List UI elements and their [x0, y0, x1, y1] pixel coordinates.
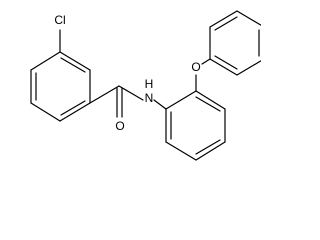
n-ring-bond: [153, 99, 167, 110]
chlorophenyl-ring: [30, 51, 91, 122]
bond: [59, 102, 91, 122]
double-bond-inner: [195, 139, 221, 155]
bond: [195, 90, 226, 110]
bond: [59, 51, 91, 71]
double-bond-inner: [214, 16, 238, 31]
c-n-bond: [118, 85, 144, 101]
double-bond-inner: [195, 96, 221, 112]
double-bond-inner: [60, 57, 86, 73]
bond: [89, 85, 120, 104]
ether-oxygen-label: O: [191, 60, 200, 74]
chlorine-label: Cl: [54, 13, 65, 27]
bond: [30, 51, 61, 71]
double-bond-inner: [214, 55, 238, 70]
bond: [165, 90, 197, 110]
carbonyl-oxygen-label: O: [115, 119, 124, 133]
amide-hydrogen-label: H: [145, 77, 154, 91]
phenoxy-ring: [209, 10, 261, 76]
o-phenyl-bond: [201, 58, 211, 65]
bond: [209, 58, 238, 76]
bond: [30, 102, 61, 122]
double-bond-inner: [60, 100, 86, 116]
structural-formula: Cl O H N O: [30, 10, 261, 161]
amide-nitrogen-label: N: [145, 91, 154, 105]
bond: [195, 141, 226, 161]
bond: [209, 10, 238, 28]
bond: [165, 141, 197, 161]
bond: [236, 60, 261, 76]
bond: [236, 10, 261, 26]
aniline-ring: [165, 90, 226, 161]
